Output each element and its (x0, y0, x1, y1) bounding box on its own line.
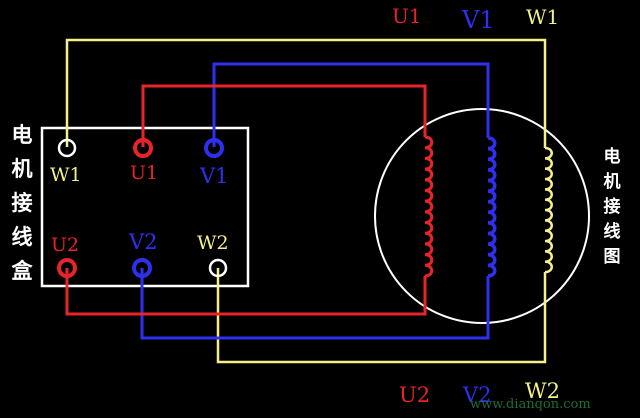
w-winding-coil (544, 146, 553, 274)
diagram-label-char: 线 (604, 221, 621, 242)
top-label-u1: U1 (392, 4, 422, 28)
label-u1: U1 (130, 162, 158, 184)
w1-wire (65, 38, 547, 148)
label-w2: W2 (197, 232, 229, 254)
label-w1: W1 (50, 164, 82, 186)
terminal-w1 (57, 138, 77, 158)
u2-wire (65, 268, 427, 316)
u1-wire (141, 84, 427, 147)
label-u2: U2 (51, 234, 79, 256)
v2-wire (140, 268, 490, 340)
top-label-w1: W1 (526, 5, 559, 29)
wiring-diagram-label: 电 机 接 线 图 (604, 146, 621, 267)
bottom-label-w2: W2 (525, 379, 560, 403)
diagram-label-char: 电 (604, 146, 621, 167)
bottom-label-v2: V2 (462, 383, 492, 407)
label-v1: V1 (199, 164, 229, 188)
junction-box-outline (40, 126, 250, 288)
watermark: www.dianqon.com (470, 397, 591, 412)
u-winding-coil (424, 135, 434, 278)
box-label-char: 电 (12, 123, 33, 147)
box-label-char: 机 (12, 157, 33, 181)
top-label-v1: V1 (461, 6, 495, 34)
terminal-v1 (204, 138, 224, 158)
box-label-char: 盒 (12, 259, 34, 283)
v-winding-coil (487, 136, 497, 278)
bottom-label-u2: U2 (399, 383, 430, 407)
box-label-char: 线 (12, 225, 33, 249)
terminal-u2 (57, 258, 77, 278)
box-label-char: 接 (12, 191, 33, 215)
motor-circle (374, 108, 590, 324)
terminal-u1 (133, 138, 153, 158)
junction-box-label: 电 机 接 线 盒 (12, 123, 34, 283)
terminal-v2 (132, 258, 152, 278)
diagram-label-char: 机 (604, 171, 621, 192)
terminal-w2 (208, 258, 228, 278)
diagram-label-char: 接 (604, 196, 621, 217)
diagram-label-char: 图 (604, 247, 621, 267)
v1-wire (212, 62, 490, 147)
label-v2: V2 (128, 230, 158, 254)
